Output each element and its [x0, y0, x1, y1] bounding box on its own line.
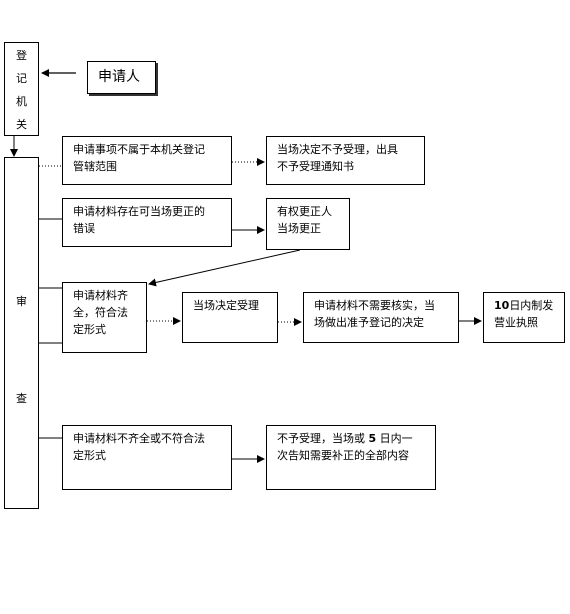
box-text: 不予受理，当场或	[277, 432, 369, 445]
box-line: 不予受理，当场或 5 日内一	[277, 430, 429, 447]
authority-char: 机	[16, 95, 27, 108]
review-char: 审	[16, 295, 27, 308]
scope-result-box: 当场决定不予受理，出具 不予受理通知书	[266, 136, 425, 185]
license-box: 10日内制发 营业执照	[483, 292, 565, 343]
registration-authority-box: 登 记 机 关	[4, 42, 39, 136]
scope-condition-box: 申请事项不属于本机关登记 管辖范围	[62, 136, 232, 185]
complete-condition-box: 申请材料齐 全，符合法 定形式	[62, 282, 147, 353]
box-line: 场做出准予登记的决定	[314, 316, 424, 329]
box-line: 申请材料齐	[73, 289, 128, 302]
box-line: 次告知需要补正的全部内容	[277, 449, 409, 462]
incomplete-result-box: 不予受理，当场或 5 日内一 次告知需要补正的全部内容	[266, 425, 436, 490]
review-box: 审 查	[4, 157, 39, 509]
box-line: 营业执照	[494, 316, 538, 329]
authority-char: 关	[16, 118, 27, 131]
box-line: 申请材料不需要核实，当	[314, 299, 435, 312]
box-line: 错误	[73, 222, 95, 235]
box-line: 申请材料不齐全或不符合法	[73, 432, 205, 445]
error-result-box: 有权更正人 当场更正	[266, 198, 350, 250]
applicant-label: 申请人	[98, 69, 140, 85]
arrow-correction-to-complete	[148, 249, 301, 287]
box-line: 定形式	[73, 323, 106, 336]
days-number: 5	[368, 432, 377, 445]
box-line: 全，符合法	[73, 306, 128, 319]
applicant-box: 申请人	[87, 61, 156, 94]
incomplete-condition-box: 申请材料不齐全或不符合法 定形式	[62, 425, 232, 490]
box-line: 当场更正	[277, 222, 321, 235]
box-line: 申请事项不属于本机关登记	[73, 143, 205, 156]
box-line: 管辖范围	[73, 160, 117, 173]
authority-char: 记	[16, 72, 27, 85]
accept-box: 当场决定受理	[182, 292, 278, 343]
box-line: 不予受理通知书	[277, 160, 354, 173]
box-line: 申请材料存在可当场更正的	[73, 205, 205, 218]
error-condition-box: 申请材料存在可当场更正的 错误	[62, 198, 232, 247]
box-line: 定形式	[73, 449, 106, 462]
box-line: 10日内制发	[494, 297, 558, 314]
days-number: 10	[494, 299, 510, 312]
authority-char: 登	[16, 49, 27, 62]
box-line: 当场决定受理	[193, 299, 259, 312]
box-line: 有权更正人	[277, 205, 332, 218]
box-text: 日内制发	[509, 299, 554, 312]
approve-box: 申请材料不需要核实，当 场做出准予登记的决定	[303, 292, 459, 343]
review-char: 查	[16, 392, 27, 405]
box-text: 日内一	[376, 432, 413, 445]
box-line: 当场决定不予受理，出具	[277, 143, 398, 156]
